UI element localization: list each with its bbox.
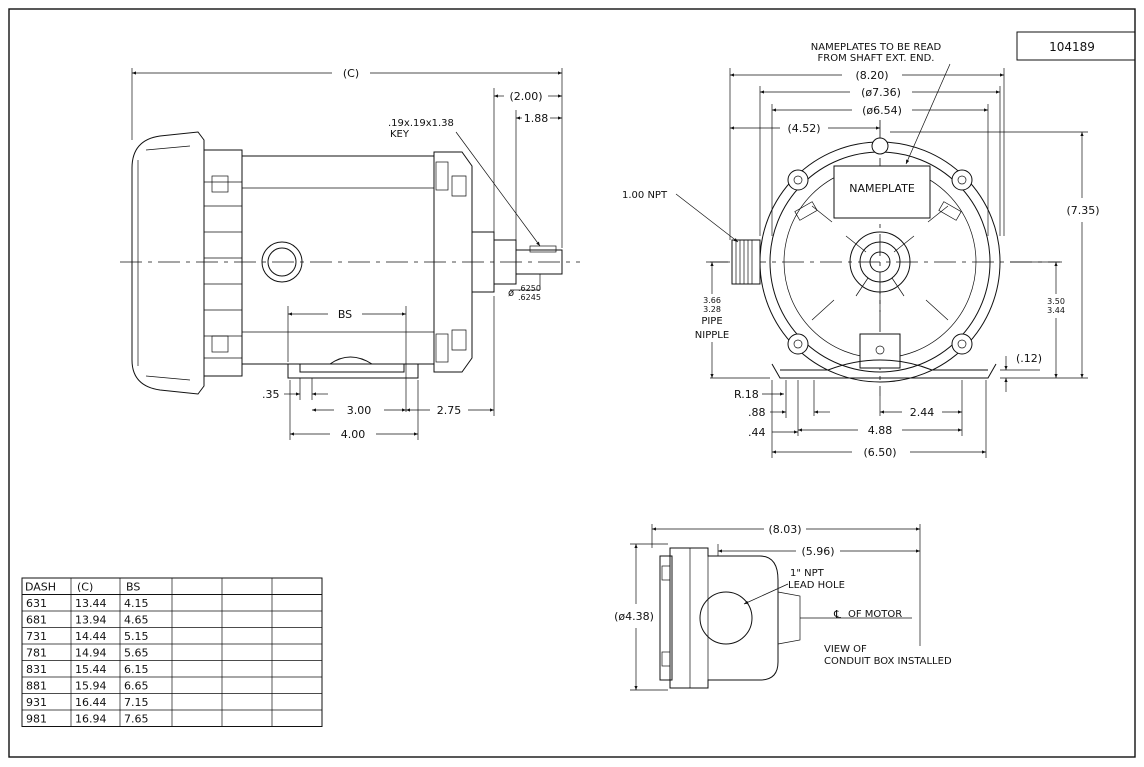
table-cell: 7.15: [124, 696, 149, 709]
pipe-nipple: [731, 239, 761, 285]
shaft-dia-bottom: .6245: [518, 293, 541, 302]
bearing-hub: [471, 231, 495, 293]
drawing-number: 104189: [1049, 40, 1095, 54]
table-cell: 16.94: [75, 713, 107, 726]
dim-2-75: 2.75: [437, 404, 462, 417]
nipple-label-1: PIPE: [701, 316, 722, 327]
dim-3-44: 3.44: [1047, 306, 1065, 315]
dim-6-54: (ø6.54): [862, 104, 902, 117]
table-cell: 16.44: [75, 696, 107, 709]
table-cell: 6.65: [124, 680, 149, 693]
table-cell: 7.65: [124, 713, 149, 726]
table-cell: 14.94: [75, 647, 107, 660]
dim-0-35: .35: [262, 388, 280, 401]
nameplate-note-2: FROM SHAFT EXT. END.: [818, 53, 935, 64]
table-cell: 15.44: [75, 663, 107, 676]
dim-8-03: (8.03): [768, 523, 801, 536]
table-cell: 681: [26, 614, 47, 627]
end-feet: [771, 359, 997, 379]
lead-hole: [699, 591, 753, 645]
drawing-border: [8, 8, 1136, 758]
dim-4-38: (ø4.38): [614, 610, 654, 623]
table-cell: 931: [26, 696, 47, 709]
side-feet: [287, 356, 419, 379]
lead-hole-label-2: LEAD HOLE: [788, 580, 845, 591]
view-label-2: CONDUIT BOX INSTALLED: [824, 656, 952, 667]
shaft-key: [529, 245, 557, 253]
table-cell: 4.15: [124, 597, 149, 610]
table-header-cell: BS: [126, 581, 140, 594]
table-cell: 881: [26, 680, 47, 693]
dim-3-00: 3.00: [347, 404, 372, 417]
dim-c: (C): [343, 67, 359, 80]
npt-label: 1.00 NPT: [622, 190, 668, 201]
lead-hole-label-1: 1" NPT: [790, 568, 825, 579]
dim-4-00: 4.00: [341, 428, 366, 441]
table-cell: 5.65: [124, 647, 149, 660]
nameplate: [833, 165, 931, 219]
dim-bs: BS: [338, 308, 352, 321]
table-cell: 13.44: [75, 597, 107, 610]
side-view: (C) (2.00) 1.88 .19x.19x1.38 KEY ø .6250…: [120, 67, 580, 441]
dash-table: DASH (C) BS 631 13.44 4.15 681 13.94 4.65 731 14.4…: [21, 577, 323, 727]
table-cell: 831: [26, 663, 47, 676]
shaft-dia-prefix: ø: [508, 288, 514, 299]
dim-7-35: (7.35): [1066, 204, 1099, 217]
dim-2-00: (2.00): [509, 90, 542, 103]
dim-8-20: (8.20): [855, 69, 888, 82]
table-cell: 15.94: [75, 680, 107, 693]
end-conduit-box: [859, 333, 901, 369]
fan-cover: [131, 131, 205, 395]
conduit-view: ℄ OF MOTOR (8.03) (5.96) (ø4.38) 1" NPT …: [614, 523, 952, 691]
cl-text: OF MOTOR: [848, 609, 902, 620]
dim-7-36: (ø7.36): [861, 86, 901, 99]
front-end-bell: [433, 151, 473, 373]
table-cell: 5.15: [124, 630, 149, 643]
dim-6-50: (6.50): [863, 446, 896, 459]
nameplate-label: NAMEPLATE: [849, 182, 915, 195]
key-label: .19x.19x1.38: [388, 118, 454, 129]
view-label-1: VIEW OF: [824, 644, 867, 655]
dim-2-44: 2.44: [910, 406, 935, 419]
table-cell: 631: [26, 597, 47, 610]
dim-4-52: (4.52): [787, 122, 820, 135]
dim-r18: R.18: [734, 388, 759, 401]
rear-fins: [203, 149, 243, 377]
bolt-bosses: [787, 137, 973, 355]
table-cell: 4.65: [124, 614, 149, 627]
table-header-cell: (C): [77, 581, 93, 594]
end-view: NAMEPLATE (8.20) (ø7.36) (ø6.54) (4.: [622, 42, 1100, 459]
shaft-dia-top: .6250: [518, 284, 541, 293]
table-cell: 13.94: [75, 614, 107, 627]
table-cell: 781: [26, 647, 47, 660]
stator-frame: [241, 155, 435, 365]
nipple-dim-top: 3.66: [703, 296, 721, 305]
key-label-2: KEY: [390, 129, 410, 140]
table-cell: 6.15: [124, 663, 149, 676]
nameplate-note-1: NAMEPLATES TO BE READ: [811, 42, 942, 53]
cl-symbol: ℄: [833, 608, 841, 621]
dim-0-44: .44: [748, 426, 766, 439]
dim-0-12: (.12): [1016, 352, 1042, 365]
table-header-cell: DASH: [25, 581, 56, 594]
table-cell: 14.44: [75, 630, 107, 643]
table-cell: 981: [26, 713, 47, 726]
dim-4-88: 4.88: [868, 424, 893, 437]
title-block: 104189: [1016, 31, 1136, 61]
side-conduit-hole: [261, 241, 303, 283]
conduit-box-body: [669, 547, 779, 689]
table-cell: 731: [26, 630, 47, 643]
nipple-dim-bottom: 3.28: [703, 305, 721, 314]
dim-5-96: (5.96): [801, 545, 834, 558]
nipple-label-2: NIPPLE: [695, 330, 729, 341]
dim-3-50: 3.50: [1047, 297, 1065, 306]
dim-0-88: .88: [748, 406, 766, 419]
shaft: [515, 249, 563, 275]
dim-1-88: 1.88: [524, 112, 549, 125]
